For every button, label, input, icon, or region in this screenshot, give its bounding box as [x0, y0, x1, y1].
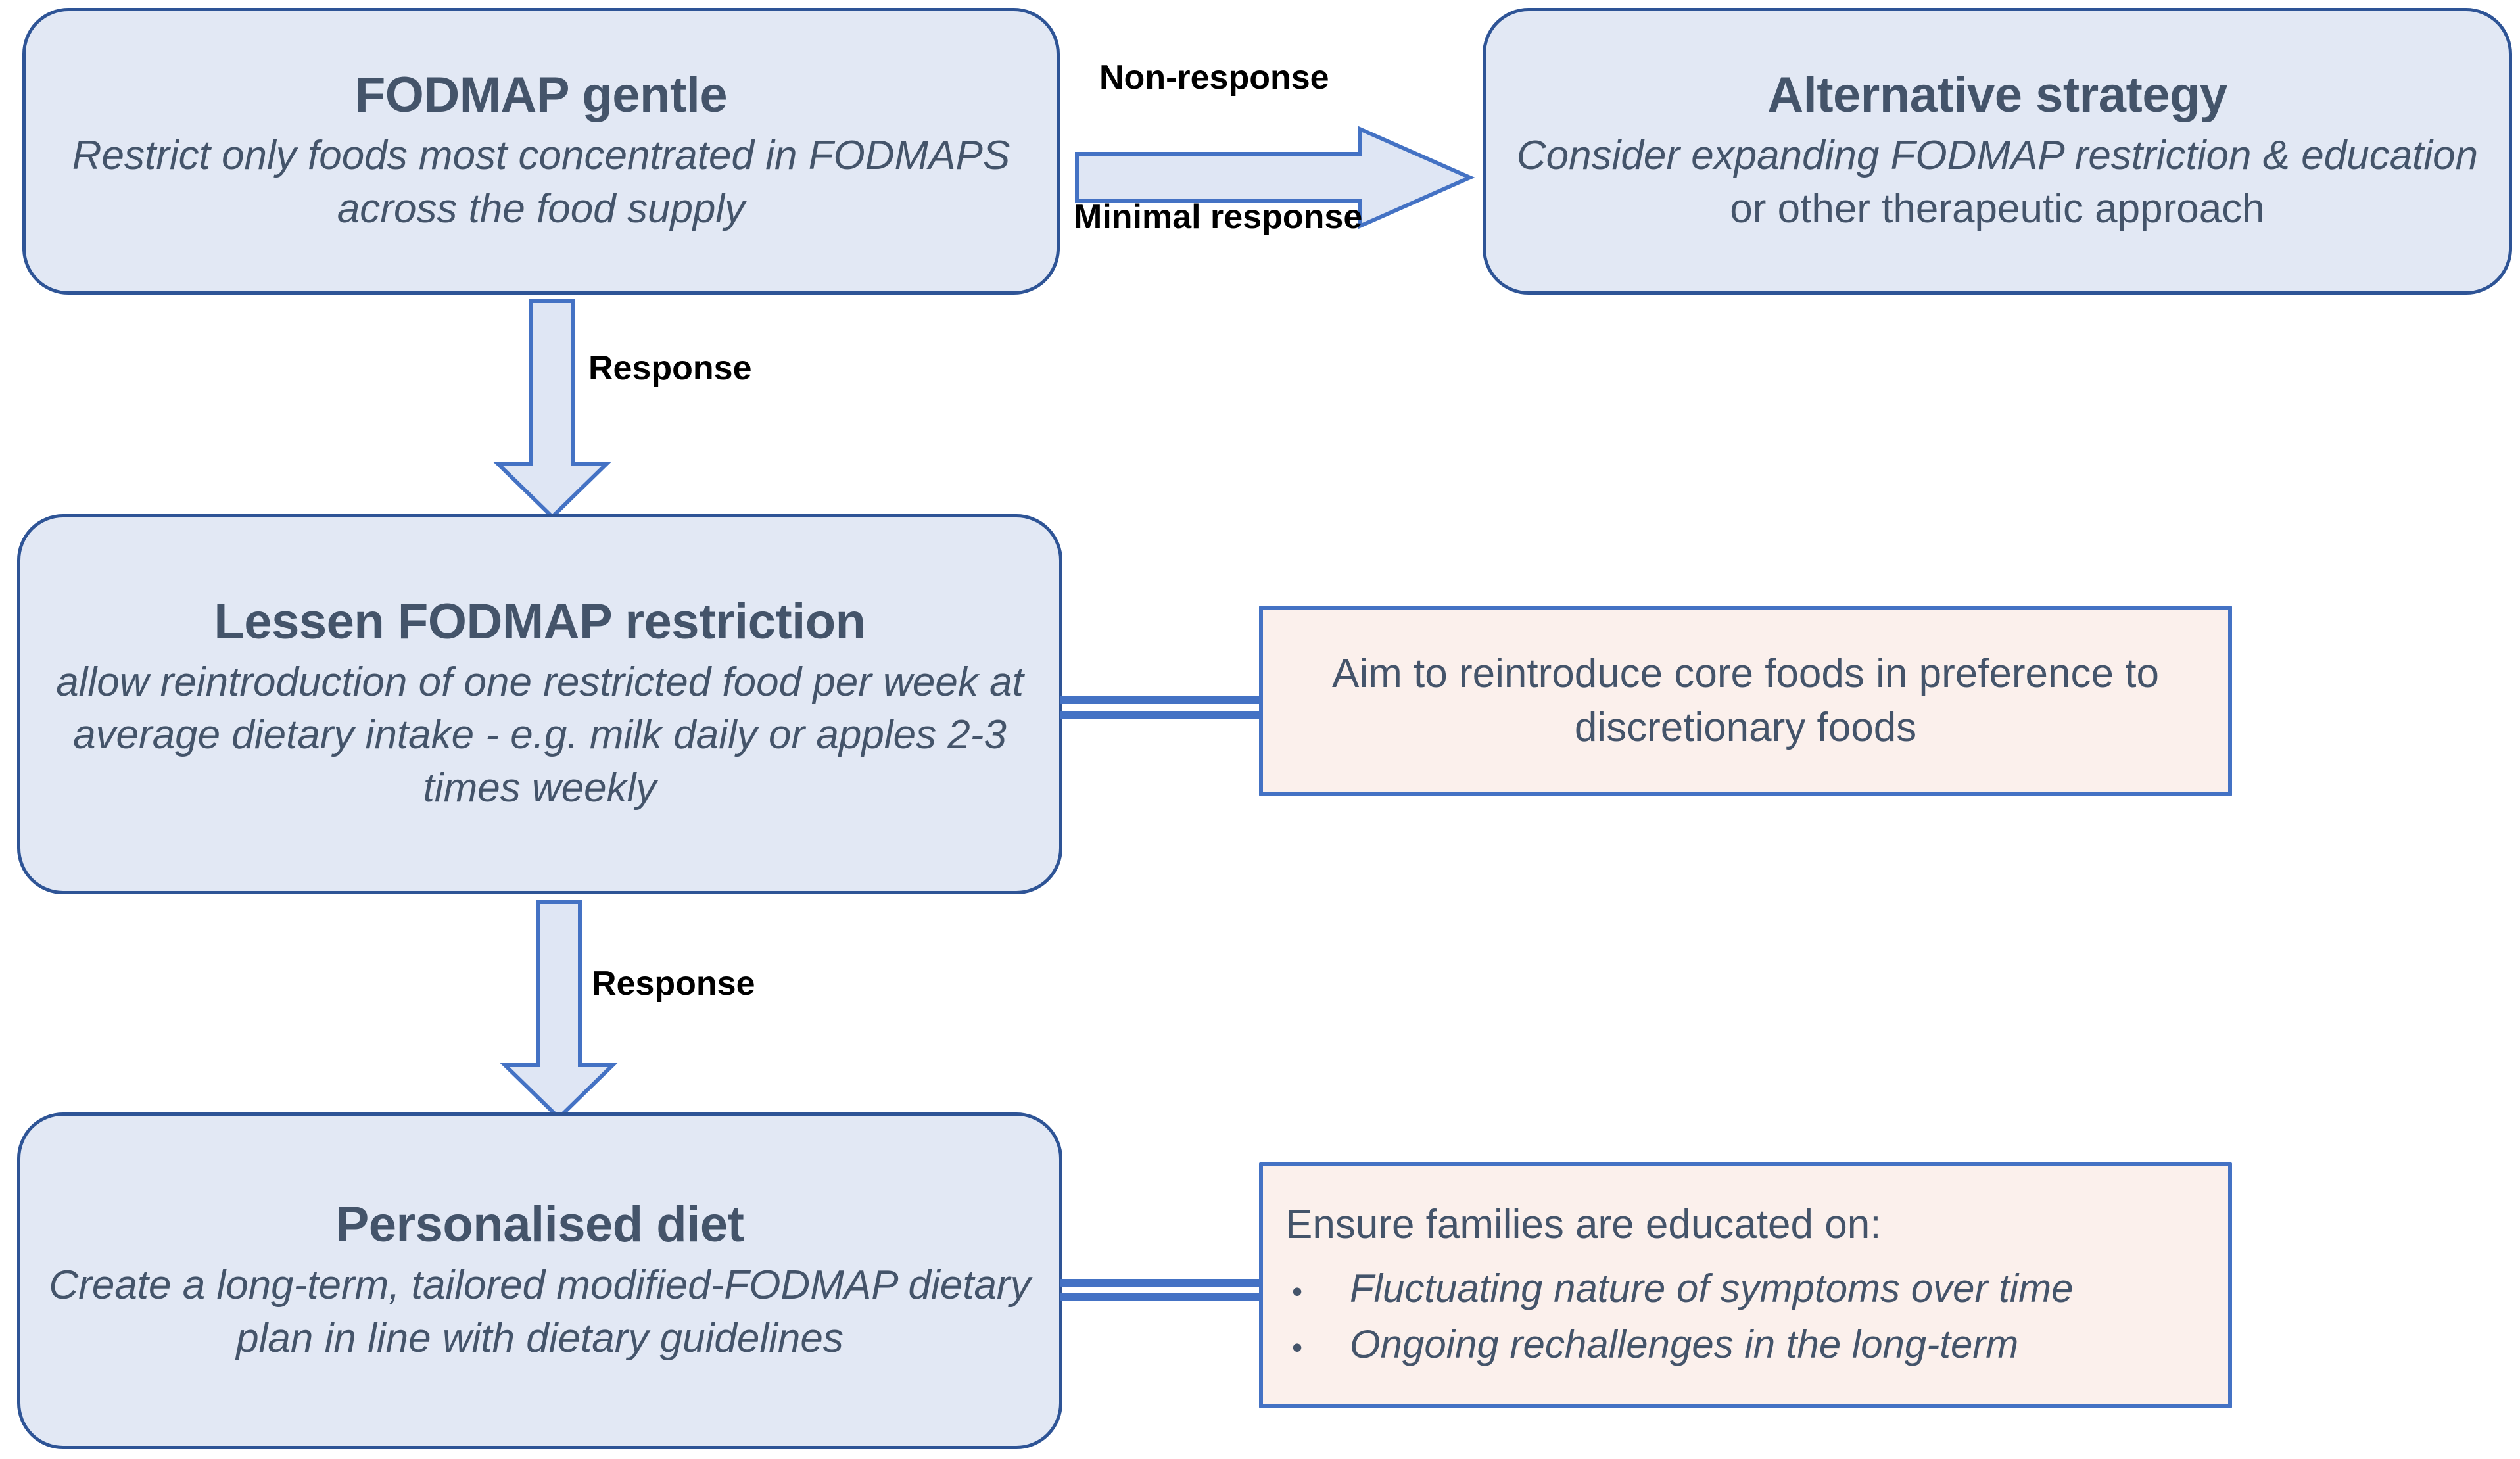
connector-label-response-1: Response: [588, 349, 752, 387]
arrow-head-right: [1075, 126, 1475, 229]
node-alternative-strategy[interactable]: Alternative strategy Consider expanding …: [1483, 8, 2512, 295]
node-body-alternative-strategy-tail: or other therapeutic approach: [1730, 185, 2265, 231]
arrow-lessen-to-personalised: [500, 900, 618, 1121]
note-core-foods[interactable]: Aim to reintroduce core foods in prefere…: [1259, 606, 2232, 796]
node-title-lessen-fodmap-restriction: Lessen FODMAP restriction: [214, 593, 866, 650]
connector-label-non-response: Non-response: [1099, 59, 1329, 97]
note-family-education-bullets: • Fluctuating nature of symptoms over ti…: [1263, 1260, 2228, 1372]
node-title-alternative-strategy: Alternative strategy: [1767, 66, 2227, 123]
arrow-gentle-to-alternative: [1075, 126, 1475, 229]
connector-lessen-to-core-foods-note: [1060, 696, 1266, 719]
node-personalised-diet[interactable]: Personalised diet Create a long-term, ta…: [17, 1112, 1062, 1449]
connector-label-response-2: Response: [592, 965, 755, 1003]
connector-label-minimal-response: Minimal response: [1074, 198, 1363, 236]
list-item: • Ongoing rechallenges in the long-term: [1292, 1316, 2228, 1372]
arrow-head-down: [500, 900, 618, 1121]
node-body-lessen-fodmap-restriction: allow reintroduction of one restricted f…: [56, 659, 1024, 811]
node-body-alternative-strategy-italic: Consider expanding FODMAP restriction & …: [1516, 132, 2479, 178]
node-lessen-fodmap-restriction[interactable]: Lessen FODMAP restriction allow reintrod…: [17, 514, 1062, 894]
connector-line-lower: [1060, 1293, 1266, 1301]
connector-personalised-to-family-note: [1060, 1279, 1266, 1301]
connector-line-lower: [1060, 711, 1266, 719]
note-core-foods-text: Aim to reintroduce core foods in prefere…: [1332, 651, 2159, 750]
note-family-education[interactable]: Ensure families are educated on: • Fluct…: [1259, 1162, 2232, 1408]
node-title-fodmap-gentle: FODMAP gentle: [354, 66, 728, 123]
bullet-icon: •: [1292, 1330, 1303, 1365]
list-item: • Fluctuating nature of symptoms over ti…: [1292, 1260, 2228, 1316]
bullet-text: Fluctuating nature of symptoms over time: [1350, 1266, 2074, 1311]
node-body-personalised-diet: Create a long-term, tailored modified-FO…: [49, 1262, 1031, 1361]
node-title-personalised-diet: Personalised diet: [335, 1196, 744, 1253]
arrow-head-down: [493, 299, 611, 520]
arrow-gentle-to-lessen: [493, 299, 611, 520]
bullet-icon: •: [1292, 1274, 1303, 1309]
connector-line-upper: [1060, 1279, 1266, 1287]
node-body-alternative-strategy: Consider expanding FODMAP restriction & …: [1508, 130, 2486, 235]
node-body-fodmap-gentle: Restrict only foods most concentrated in…: [72, 132, 1010, 231]
note-family-education-heading: Ensure families are educated on:: [1285, 1201, 1882, 1247]
bullet-text: Ongoing rechallenges in the long-term: [1350, 1322, 2019, 1367]
node-fodmap-gentle[interactable]: FODMAP gentle Restrict only foods most c…: [22, 8, 1060, 295]
connector-line-upper: [1060, 696, 1266, 704]
